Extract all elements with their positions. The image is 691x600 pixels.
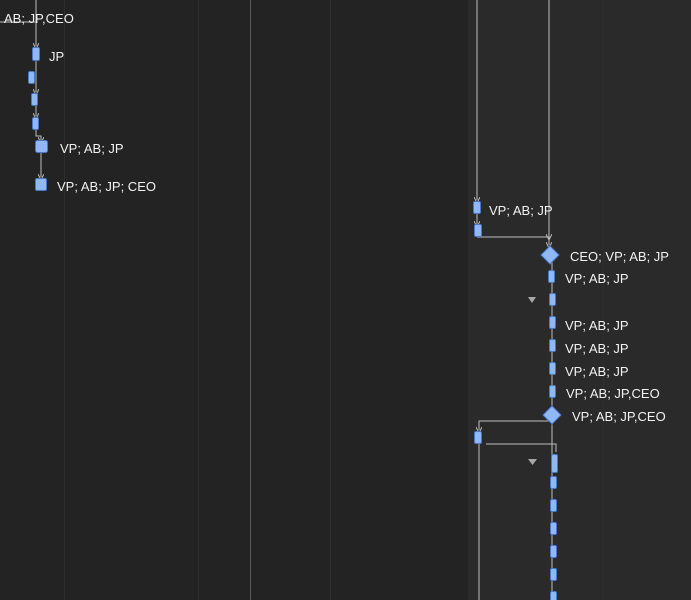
- activity-node: [549, 385, 556, 398]
- activity-node: [35, 140, 48, 153]
- activity-node: [550, 499, 557, 512]
- nodes-right: [473, 201, 562, 600]
- swimlane-right: [468, 0, 691, 600]
- activity-node: [550, 476, 557, 489]
- activity-node: [549, 293, 556, 306]
- label-node: VP; AB; JP: [565, 364, 629, 379]
- activity-node: [550, 591, 557, 600]
- label-top: AB; JP,CEO: [4, 11, 74, 26]
- connectors-right: [477, 0, 557, 600]
- activity-node: [548, 270, 555, 283]
- activity-node: [32, 117, 39, 130]
- label-decision: CEO; VP; AB; JP: [570, 249, 669, 264]
- activity-node: [473, 201, 481, 214]
- collapse-markers: [528, 297, 537, 465]
- connectors-left: [0, 0, 41, 177]
- label-node: VP; AB; JP; CEO: [57, 179, 156, 194]
- activity-node: [549, 316, 556, 329]
- activity-node: [474, 224, 482, 237]
- activity-node: [28, 71, 35, 84]
- decision-diamond: [540, 245, 560, 265]
- activity-node: [549, 362, 556, 375]
- label-node: VP; AB; JP: [565, 271, 629, 286]
- activity-node: [549, 339, 556, 352]
- label-jp: JP: [49, 49, 65, 64]
- collapse-triangle: [528, 297, 536, 303]
- activity-node: [31, 93, 38, 106]
- label-node: VP; AB; JP: [60, 141, 124, 156]
- lane-divider: [250, 0, 251, 600]
- activity-node: [35, 178, 47, 191]
- gridline: [64, 0, 65, 600]
- label-node: VP; AB; JP: [565, 318, 629, 333]
- nodes-left: [28, 47, 48, 191]
- collapse-triangle: [528, 459, 537, 465]
- label-node: VP; AB; JP: [565, 341, 629, 356]
- activity-node: [550, 568, 557, 581]
- gridline: [330, 0, 331, 600]
- activity-node: [32, 47, 40, 61]
- label-node: VP; AB; JP,CEO: [566, 386, 660, 401]
- decision-diamond: [542, 405, 562, 425]
- gridline: [603, 0, 604, 600]
- label-decision: VP; AB; JP,CEO: [572, 409, 666, 424]
- activity-node: [550, 545, 557, 558]
- activity-node: [551, 454, 558, 473]
- activity-node: [474, 431, 482, 444]
- gridline: [198, 0, 199, 600]
- activity-node: [550, 522, 557, 535]
- label-node: VP; AB; JP: [489, 203, 553, 218]
